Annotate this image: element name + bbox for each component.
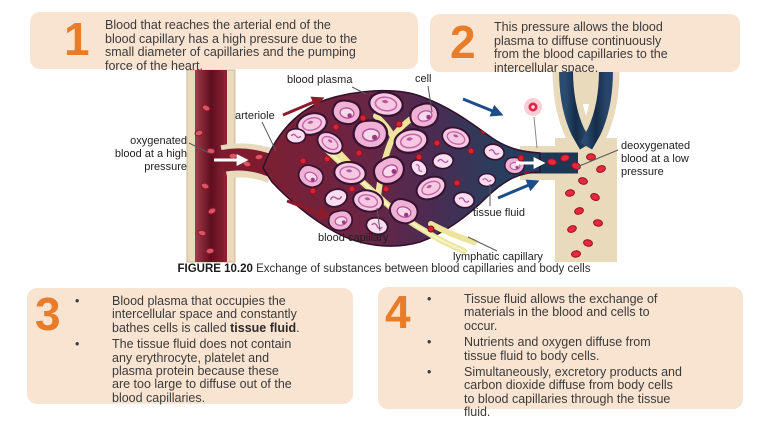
step-1-text: Blood that reaches the arterial end of t… (105, 18, 358, 73)
step-1-number: 1 (64, 13, 90, 65)
bullet-icon: • (427, 365, 432, 380)
step-4-bullet-1: • Tissue fluid allows the exchange of ma… (427, 292, 658, 333)
label-blood-plasma: blood plasma (287, 74, 353, 86)
step-3-bullet-2: • The tissue fluid does not contain any … (75, 337, 292, 405)
step-3-bullet-1: • Blood plasma that occupies the interce… (75, 294, 300, 335)
artery-red-blood-cells (194, 104, 264, 255)
label-deoxygenated-blood: deoxygenated blood at a low pressure (621, 140, 691, 178)
step-1-box: 1 Blood that reaches the arterial end of… (30, 12, 418, 73)
step-3-number: 3 (35, 288, 61, 340)
fluid-return-arrow-lower (497, 179, 540, 200)
vein-red-blood-cells (547, 153, 606, 258)
step-4-bullet-3: • Simultaneously, excretory products and… (427, 365, 682, 420)
fluid-return-arrow-upper (462, 97, 504, 117)
label-arteriole: arteriole (235, 110, 275, 122)
step-2-box: 2 This pressure allows the blood plasma … (430, 14, 740, 75)
flow-arrows (214, 96, 546, 219)
leader-lines (188, 85, 619, 252)
label-blood-capillary: blood capillary (318, 232, 389, 244)
step-4-number: 4 (385, 286, 411, 338)
step-4-box: 4 • Tissue fluid allows the exchange of … (378, 286, 743, 419)
bullet-icon: • (75, 294, 80, 308)
figure-caption-text: Exchange of substances between blood cap… (252, 263, 591, 275)
bullet-icon: • (427, 335, 432, 350)
step-3-box: 3 • Blood plasma that occupies the inter… (27, 288, 353, 405)
bullet-icon: • (427, 292, 432, 306)
label-lymphatic-capillary: lymphatic capillary (453, 251, 543, 263)
label-tissue-fluid: tissue fluid (473, 207, 525, 219)
bullet-icon: • (75, 337, 80, 352)
label-oxygenated-blood: oxygenated blood at a high pressure (114, 135, 187, 173)
step-2-number: 2 (450, 16, 476, 68)
plasma-out-arrow (282, 96, 325, 117)
label-cell: cell (415, 73, 432, 85)
step-2-text: This pressure allows the blood plasma to… (494, 20, 668, 75)
step-4-bullet-2: • Nutrients and oxygen diffuse from tiss… (427, 335, 651, 363)
figure-number: FIGURE 10.20 (177, 263, 253, 275)
highlighted-red-blood-cell (524, 98, 542, 149)
plasma-out-arrow-lower (286, 199, 331, 219)
figure-caption: FIGURE 10.20 Exchange of substances betw… (0, 263, 768, 275)
